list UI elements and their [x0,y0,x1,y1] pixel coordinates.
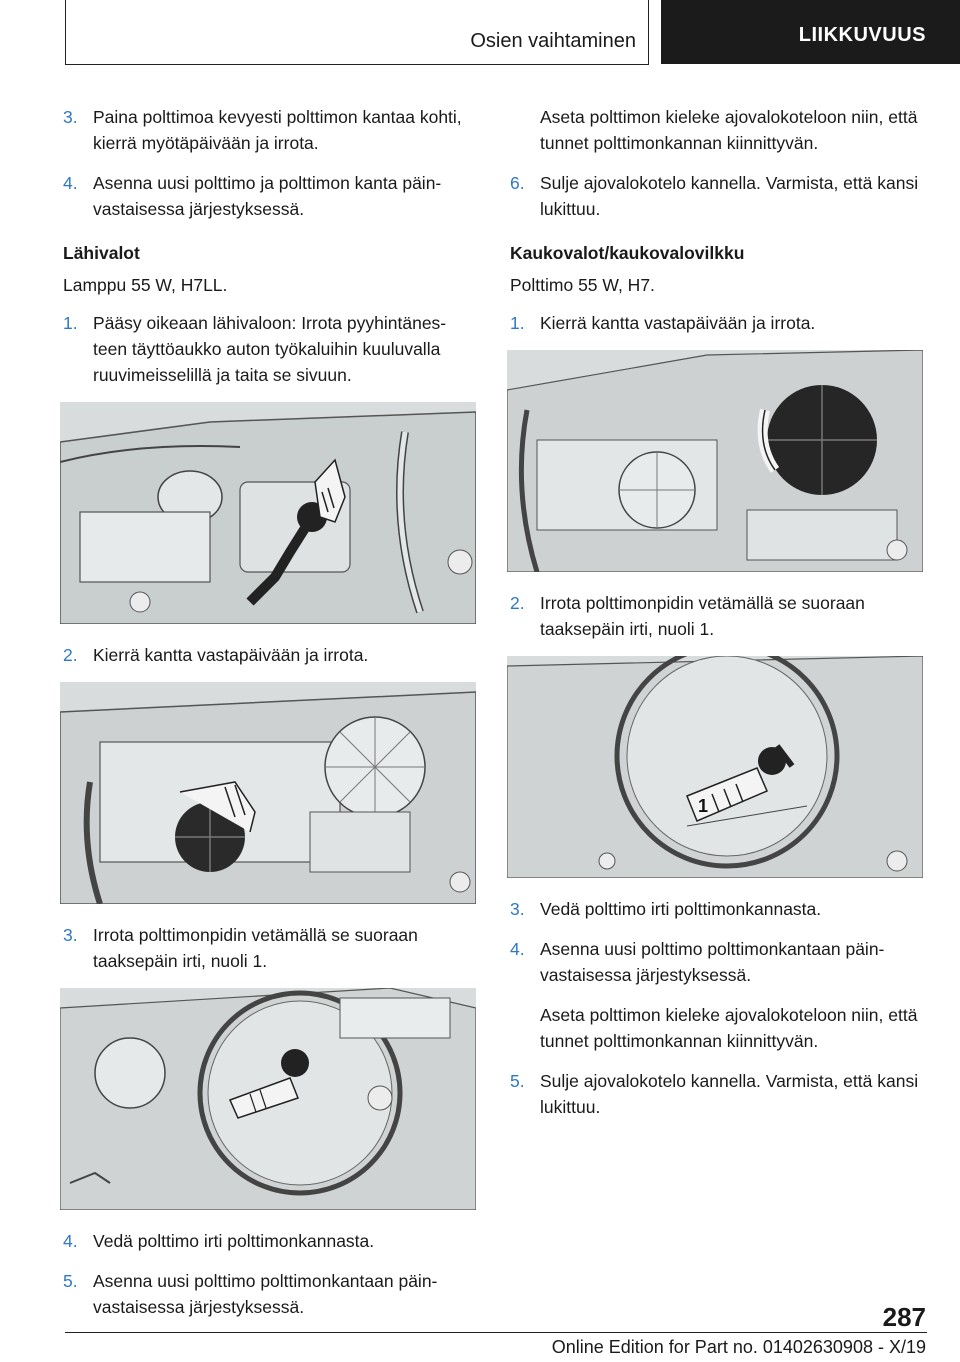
header-left-rule [65,0,66,64]
step-note: Aseta polttimon kieleke ajovalokoteloon … [540,107,918,153]
step-number: 5. [510,1071,525,1091]
step-number: 3. [63,925,78,945]
section-title: Osien vaihtaminen [470,30,636,52]
step-text: Sulje ajovalokotelo kannella. Varmista, … [540,1071,919,1117]
step-number: 3. [510,899,525,919]
step-number: 4. [63,1231,78,1251]
step-number: 5. [63,1271,78,1291]
step-number: 2. [63,645,78,665]
step-text: Sulje ajovalokotelo kannella. Varmista, … [540,173,919,219]
step-text: Asenna uusi polttimo polttimonkantaan pä… [540,939,885,985]
step-item: 2. Kierrä kantta vastapäivään ja irrota. [63,642,479,668]
step-number: 1. [63,313,78,333]
step-text: Irrota polttimonpidin vetämällä se suora… [540,593,865,639]
chapter-tab[interactable]: LIIKKUVUUS [661,0,960,64]
step-item: 2. Irrota polttimonpidin vetämällä se su… [510,590,926,642]
step-number: 3. [63,107,78,127]
step-number: 2. [510,593,525,613]
step-text: Pääsy oikeaan lähivaloon: Irrota pyyhint… [93,313,447,385]
section-heading-low-beam: Lähivalot [63,243,140,263]
chapter-title: LIIKKUVUUS [798,23,926,46]
step-text: Kierrä kantta vastapäivään ja irrota. [540,313,816,333]
step-item: 5. Sulje ajovalokotelo kannella. Varmist… [510,1068,926,1120]
figure-high-beam-holder: 1 [507,656,923,878]
step-number: 4. [63,173,78,193]
step-item: 5. Asenna uusi polttimo polttimonkantaan… [63,1268,479,1320]
figure-callout-1: 1 [698,796,709,816]
step-item: 4. Vedä polttimo irti polttimonkannasta. [63,1228,479,1254]
step-note: Aseta polttimon kieleke ajovalokoteloon … [540,1005,918,1051]
step-item: 3. Vedä polttimo irti polttimonkannasta. [510,896,926,922]
section-heading-high-beam: Kaukovalot/kaukovalovilkku [510,243,745,263]
figure-high-beam-cover [507,350,923,572]
page-number: 287 [882,1302,926,1332]
header-divider [648,0,649,64]
step-item: 4. Asenna uusi polttimo ja polttimon kan… [63,170,479,222]
step-number: 1. [510,313,525,333]
footer-rule [65,1332,927,1333]
bulb-spec: Lamppu 55 W, H7LL. [63,275,228,295]
step-text: Paina polttimoa kevyesti polttimon kanta… [93,107,462,153]
figure-turn-cover [60,682,476,904]
figure-pull-holder [60,988,476,1210]
step-text: Kierrä kantta vastapäivään ja irrota. [93,645,369,665]
step-item: 1. Pääsy oikeaan lähivaloon: Irrota pyyh… [63,310,479,388]
step-item: 4. Asenna uusi polttimo polttimonkantaan… [510,936,926,988]
header-bottom-rule [65,64,649,65]
step-number: 6. [510,173,525,193]
step-item: 1. Kierrä kantta vastapäivään ja irrota. [510,310,926,336]
left-column: 3. Paina polttimoa kevyesti polttimon ka… [60,104,479,1334]
step-number: 4. [510,939,525,959]
figure-washer-filler [60,402,476,624]
step-text: Asenna uusi polttimo polttimonkantaan pä… [93,1271,438,1317]
step-text: Vedä polttimo irti polttimonkannasta. [540,899,822,919]
step-item: 3. Irrota polttimonpidin vetämällä se su… [63,922,479,974]
step-text: Irrota polttimonpidin vetämällä se suora… [93,925,418,971]
right-column: Aseta polttimon kieleke ajovalokoteloon … [507,104,926,1134]
step-item: 3. Paina polttimoa kevyesti polttimon ka… [63,104,479,156]
step-item: 6. Sulje ajovalokotelo kannella. Varmist… [510,170,926,222]
step-text: Asenna uusi polttimo ja polttimon kanta … [93,173,442,219]
step-text: Vedä polttimo irti polttimonkannasta. [93,1231,375,1251]
footer-edition: Online Edition for Part no. 01402630908 … [551,1337,926,1357]
bulb-spec: Polttimo 55 W, H7. [510,275,655,295]
